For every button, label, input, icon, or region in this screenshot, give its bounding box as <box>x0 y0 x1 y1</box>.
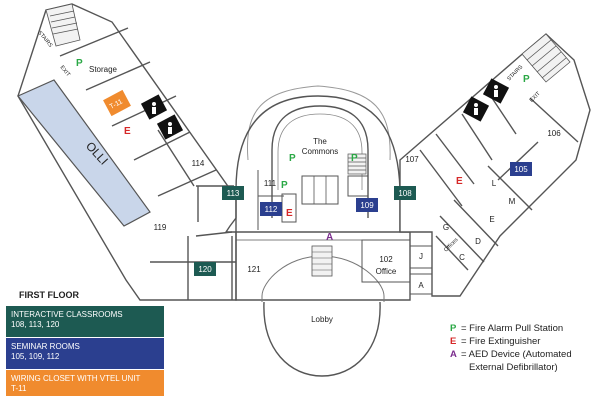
badge-112: 112 <box>260 202 282 216</box>
fire-alarm-marker: P <box>289 153 296 164</box>
label-121: 121 <box>247 265 261 274</box>
label-119: 119 <box>154 223 167 232</box>
aed-marker: A <box>326 232 333 243</box>
right-restrooms <box>462 78 510 122</box>
label-C: C <box>459 253 465 262</box>
svg-text:108: 108 <box>398 189 412 198</box>
legend-wiring-title: WIRING CLOSET WITH VTEL UNIT <box>11 374 141 383</box>
label-106: 106 <box>547 129 561 138</box>
fire-extinguisher-marker: E <box>286 208 293 219</box>
key-aed-text-cont: External Defibrillator) <box>469 362 558 373</box>
badge-113: 113 <box>222 186 244 200</box>
floor-title: FIRST FLOOR <box>19 290 79 300</box>
olli-room <box>17 79 151 227</box>
key-aed: A = AED Device (Automated <box>450 348 600 361</box>
right-wing <box>399 33 591 297</box>
label-D: D <box>475 237 481 246</box>
central-section <box>235 85 433 377</box>
fire-alarm-marker: P <box>76 58 83 69</box>
label-M: M <box>509 197 516 206</box>
legend-interactive-classrooms: INTERACTIVE CLASSROOMS 108, 113, 120 <box>6 306 164 337</box>
key-fire-alarm: P = Fire Alarm Pull Station <box>450 322 600 335</box>
label-lobby: Lobby <box>311 315 333 324</box>
left-restrooms <box>140 94 184 140</box>
label-L: L <box>492 179 497 188</box>
svg-text:109: 109 <box>360 201 374 210</box>
key-fire-alarm-text: = Fire Alarm Pull Station <box>461 323 564 334</box>
label-111: 111 <box>264 179 277 188</box>
legend-interactive-rooms: 108, 113, 120 <box>11 320 60 329</box>
label-E: E <box>489 215 494 224</box>
fire-alarm-marker: P <box>351 153 358 164</box>
label-107: 107 <box>405 155 419 164</box>
label-office: Office <box>376 267 397 276</box>
key-fire-alarm-letter: P <box>450 323 457 334</box>
label-J: J <box>419 252 423 261</box>
key-extinguisher: E = Fire Extinguisher <box>450 335 600 348</box>
label-commons-2: Commons <box>302 147 338 156</box>
fire-alarm-marker: P <box>523 74 530 85</box>
legend-interactive-title: INTERACTIVE CLASSROOMS <box>11 310 123 319</box>
label-114: 114 <box>192 159 205 168</box>
t11-wiring-closet <box>103 89 131 117</box>
label-A: A <box>418 281 424 290</box>
fire-extinguisher-marker: E <box>456 176 463 187</box>
legend-seminar-rooms: 105, 109, 112 <box>11 352 60 361</box>
fire-alarm-marker: P <box>281 180 288 191</box>
badge-108: 108 <box>394 186 416 200</box>
label-102: 102 <box>379 255 393 264</box>
right-stairs <box>521 33 571 83</box>
left-wing <box>17 3 237 301</box>
key-extinguisher-text: = Fire Extinguisher <box>461 336 541 347</box>
key-aed-letter: A <box>450 349 457 360</box>
svg-text:112: 112 <box>265 205 278 214</box>
label-G: G <box>443 223 449 232</box>
badge-120: 120 <box>194 262 216 276</box>
legend-wiring-closet: WIRING CLOSET WITH VTEL UNIT T-11 <box>6 370 164 396</box>
key-aed-text: = AED Device (Automated <box>461 349 572 360</box>
svg-text:113: 113 <box>227 189 240 198</box>
legend-wiring-rooms: T-11 <box>11 384 27 393</box>
label-commons-1: The <box>313 137 327 146</box>
label-storage: Storage <box>89 65 118 74</box>
badge-105: 105 <box>510 162 532 176</box>
badge-109: 109 <box>356 198 378 212</box>
legend-seminar-title: SEMINAR ROOMS <box>11 342 80 351</box>
left-stairs <box>45 3 81 47</box>
key-extinguisher-letter: E <box>450 336 457 347</box>
legend-seminar-rooms: SEMINAR ROOMS 105, 109, 112 <box>6 338 164 369</box>
fire-extinguisher-marker: E <box>124 126 131 137</box>
marker-key: P = Fire Alarm Pull Station E = Fire Ext… <box>450 322 600 374</box>
svg-text:120: 120 <box>198 265 212 274</box>
svg-text:105: 105 <box>514 165 528 174</box>
